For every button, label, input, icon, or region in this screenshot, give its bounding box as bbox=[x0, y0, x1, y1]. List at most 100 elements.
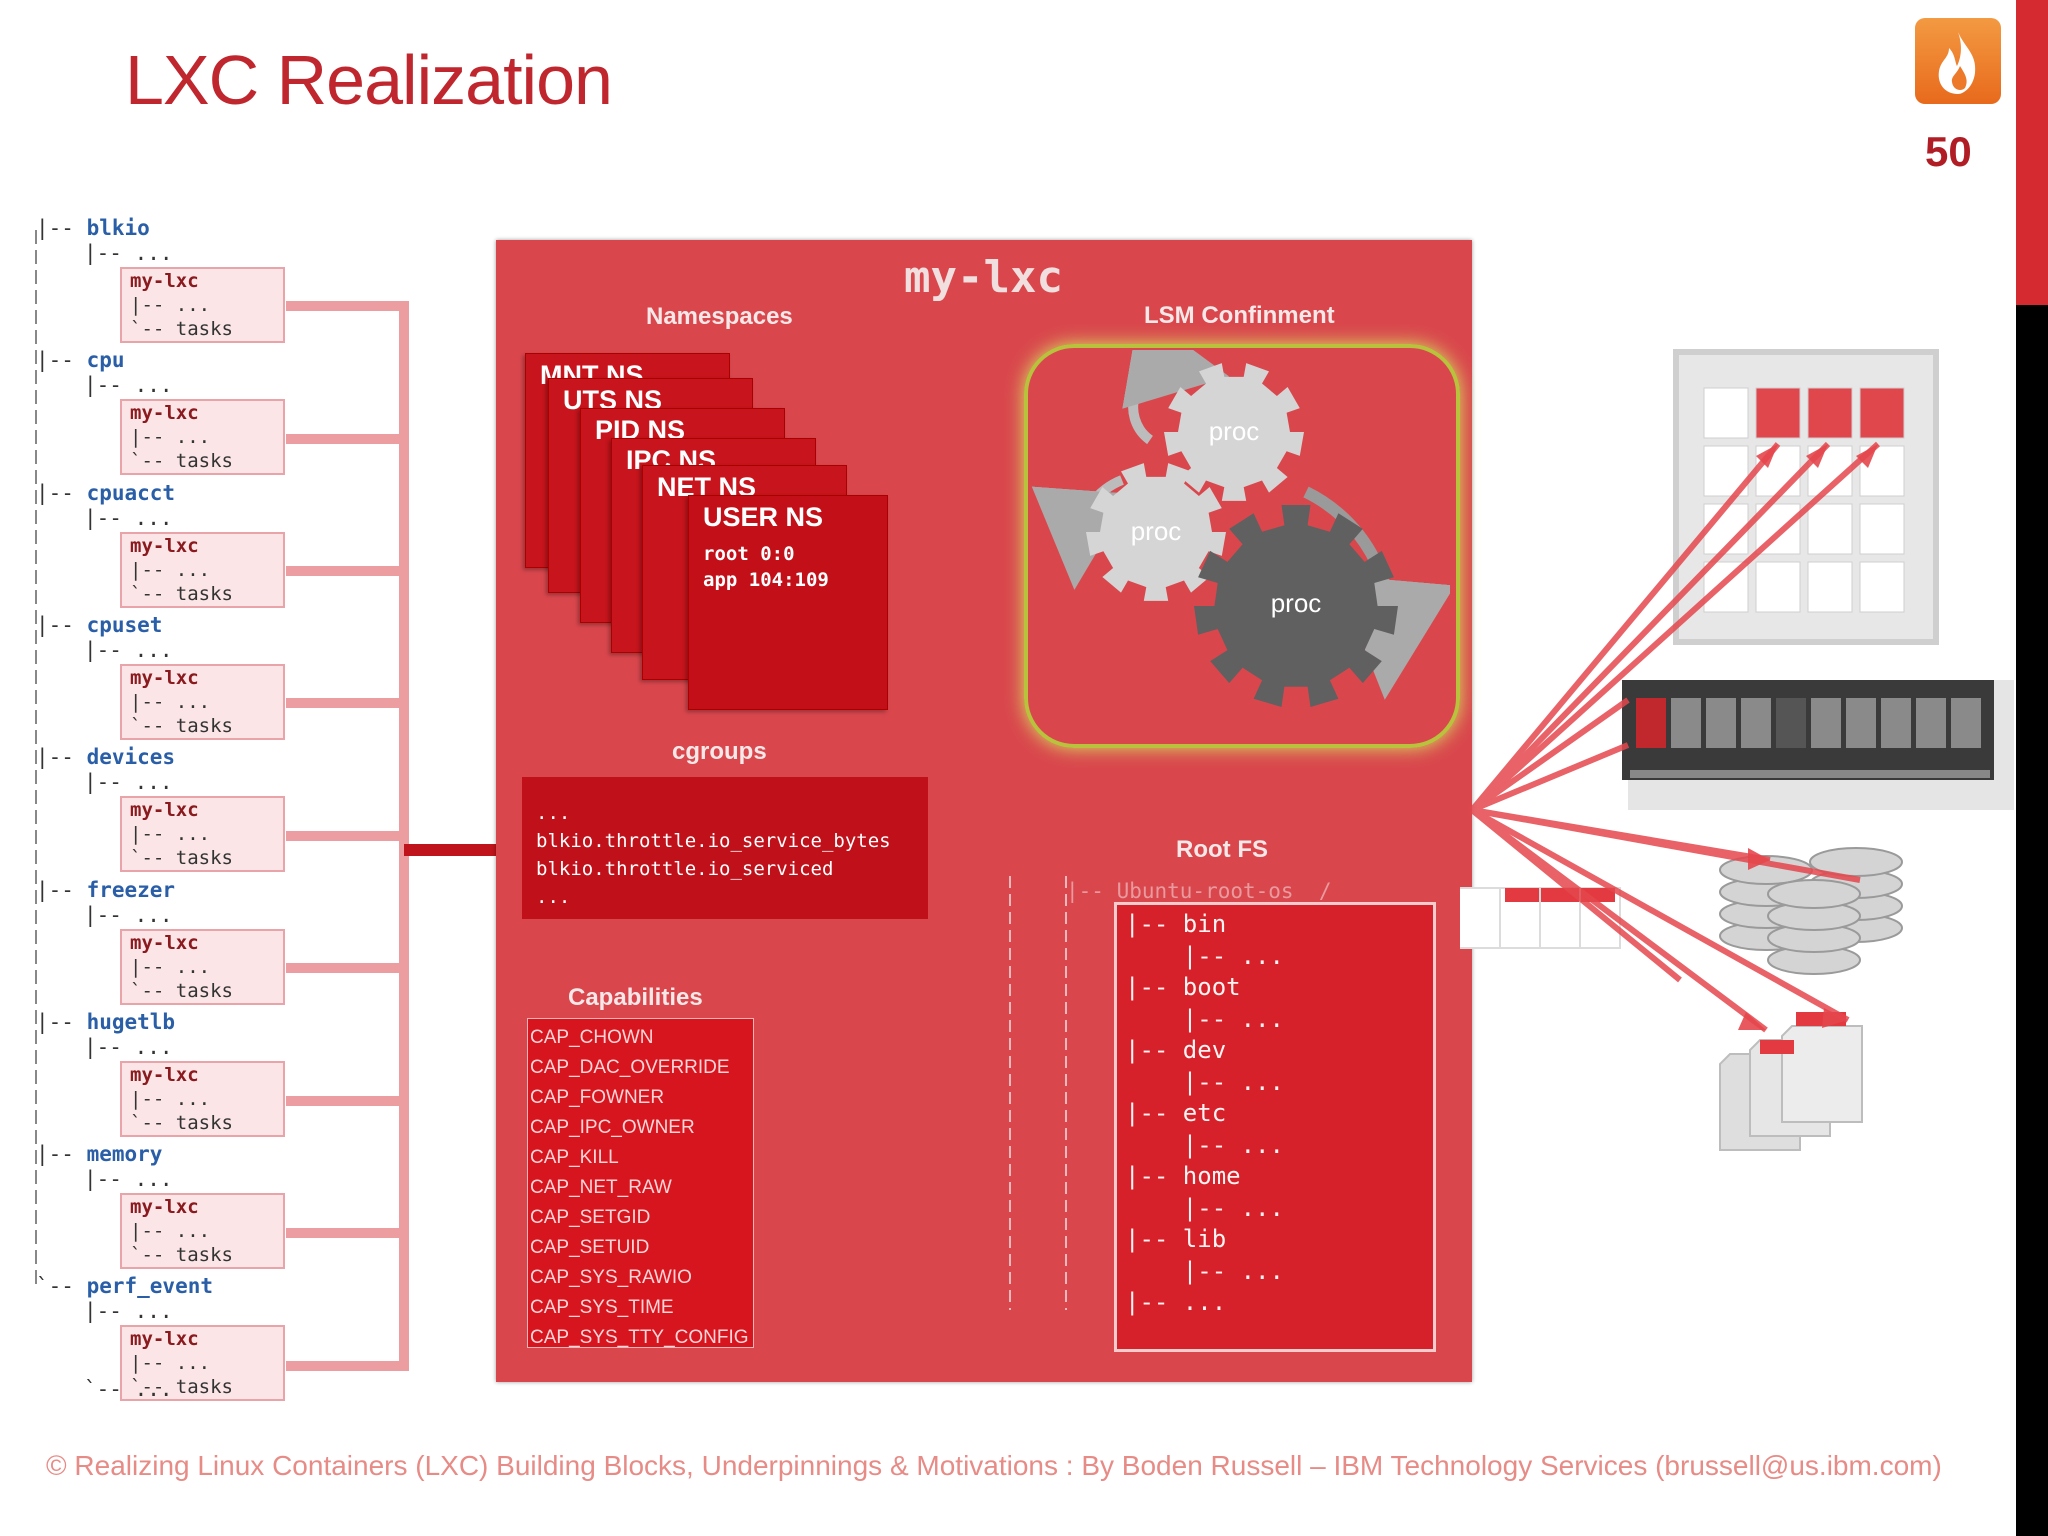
cgroup-subsystem: |-- cpuacct bbox=[36, 480, 175, 506]
user-ns-map-root: root 0:0 bbox=[703, 543, 795, 565]
gear-label: proc bbox=[1271, 588, 1322, 618]
cgroup-subsystem-name: blkio bbox=[86, 216, 150, 240]
user-ns-map-app: app 104:109 bbox=[703, 569, 829, 591]
gear-icon bbox=[1194, 505, 1398, 707]
lsm-confinement-box bbox=[1024, 344, 1460, 748]
cgroup-subsystem-name: cpuset bbox=[86, 612, 163, 637]
tree-ellipsis: |-- ... bbox=[84, 373, 173, 398]
capability-item: CAP_NET_RAW bbox=[530, 1177, 672, 1198]
rootfs-entry: |-- boot bbox=[1125, 973, 1241, 1001]
container-cgroup-node: my-lxc|-- ...`-- tasks bbox=[120, 267, 285, 343]
tasks-file: `-- tasks bbox=[130, 582, 233, 605]
tree-line: |-- ... bbox=[130, 294, 211, 316]
capability-item: CAP_DAC_OVERRIDE bbox=[530, 1057, 730, 1078]
cgroup-subsystem-name: cpu bbox=[86, 348, 125, 373]
tree-ellipsis: |-- ... bbox=[84, 637, 173, 662]
rootfs-entry: |-- ... bbox=[1125, 941, 1284, 970]
tree-line: |-- ... bbox=[130, 1087, 211, 1110]
container-cgroup-name: my-lxc bbox=[130, 402, 199, 425]
tree-ellipsis: |-- ... bbox=[84, 1034, 173, 1059]
capability-item: CAP_SYS_RAWIO bbox=[530, 1267, 692, 1288]
cgroup-subsystem: `-- perf_event bbox=[36, 1273, 213, 1299]
container-cgroup-node: my-lxc|-- ...`-- tasks bbox=[120, 928, 285, 1005]
disk-stack-icon bbox=[1719, 847, 1903, 975]
memory-module-icon bbox=[1622, 680, 2014, 810]
container-cgroup-node: my-lxc|-- ...`-- tasks bbox=[120, 1060, 285, 1137]
rootfs-entry: |-- bin bbox=[1125, 910, 1227, 938]
tree-line: |-- ... bbox=[130, 1352, 211, 1375]
cgroups-box: ... blkio.throttle.io_service_bytes blki… bbox=[522, 777, 928, 919]
container-cgroup-name: my-lxc bbox=[130, 270, 199, 292]
tree-branch: |-- bbox=[36, 216, 87, 240]
cgroup-subsystem-name: memory bbox=[86, 1142, 163, 1167]
capability-item: CAP_SYS_TTY_CONFIG bbox=[530, 1327, 749, 1348]
cgroup-subsystem-name: perf_event bbox=[86, 1274, 214, 1299]
tree-line: |-- ... bbox=[130, 823, 211, 846]
capability-item: CAP_SYS_TIME bbox=[530, 1297, 674, 1318]
cgroup-subsystem: |-- freezer bbox=[36, 877, 175, 903]
tree-ellipsis: |-- ... bbox=[84, 770, 173, 795]
rootfs-entry: |-- ... bbox=[1125, 1067, 1284, 1096]
tree-line: |-- ... bbox=[130, 558, 211, 581]
rootfs-guides bbox=[1009, 876, 1067, 1310]
tree-ellipsis: |-- ... bbox=[84, 241, 173, 265]
tree-branch: |-- bbox=[36, 348, 87, 373]
tree-line: |-- ... bbox=[130, 690, 211, 713]
gears-illustration: proc proc proc bbox=[1031, 350, 1450, 707]
slide-footer: © Realizing Linux Containers (LXC) Build… bbox=[46, 1450, 1942, 1481]
container-cgroup-name: my-lxc bbox=[130, 799, 199, 822]
cgroup-subsystem-name: hugetlb bbox=[86, 1009, 176, 1034]
gear-label: proc bbox=[1209, 416, 1260, 446]
container-cgroup-node: my-lxc|-- ...`-- tasks bbox=[120, 531, 285, 608]
rootfs-entry: |-- ... bbox=[1125, 1004, 1284, 1033]
tasks-file: `-- tasks bbox=[130, 450, 233, 473]
container-cgroup-name: my-lxc bbox=[130, 1328, 199, 1351]
rootfs-entry: |-- etc bbox=[1125, 1099, 1227, 1127]
tree-line: |-- ... bbox=[130, 955, 211, 978]
rootfs-entry: |-- ... bbox=[1125, 1288, 1227, 1316]
rootfs-entry: |-- lib bbox=[1125, 1225, 1227, 1253]
rootfs-title: Root FS bbox=[1176, 836, 1268, 863]
capability-item: CAP_SETUID bbox=[530, 1237, 650, 1258]
container-cgroup-node: my-lxc|-- ...`-- tasks bbox=[120, 1325, 285, 1402]
rootfs-entry: |-- dev bbox=[1125, 1036, 1227, 1064]
container-cgroup-name: my-lxc bbox=[130, 1063, 199, 1086]
tree-branch: |-- bbox=[36, 1142, 87, 1167]
rootfs-entry: |-- home bbox=[1125, 1162, 1241, 1190]
capability-item: CAP_SETGID bbox=[530, 1207, 651, 1228]
cpu-grid-icon bbox=[1673, 349, 1939, 645]
files-icon bbox=[1719, 1012, 1863, 1151]
container-cgroup-name: my-lxc bbox=[130, 931, 199, 954]
container-cgroup-name: my-lxc bbox=[130, 534, 199, 557]
gear-icon bbox=[1164, 363, 1304, 501]
tasks-file: `-- tasks bbox=[130, 318, 233, 340]
container-cgroup-node: my-lxc|-- ...`-- tasks bbox=[120, 663, 285, 740]
container-cgroup-name: my-lxc bbox=[130, 666, 199, 689]
lsm-title: LSM Confinment bbox=[1144, 302, 1335, 329]
hardware-illustration bbox=[1460, 349, 2014, 1151]
cgroup-subsystem-name: cpuacct bbox=[86, 480, 176, 505]
capabilities-title: Capabilities bbox=[568, 984, 703, 1011]
accent-bar-red bbox=[2016, 0, 2048, 305]
cgroup-subsystem: |-- blkio bbox=[36, 215, 150, 241]
resource-arrows bbox=[1469, 441, 1881, 1033]
cgroup-subsystem: |-- hugetlb bbox=[36, 1009, 175, 1035]
rootfs-entry: |-- ... bbox=[1125, 1193, 1284, 1222]
container-cgroup-name: my-lxc bbox=[130, 1196, 199, 1219]
tree-tail: `-- ... bbox=[84, 1376, 173, 1401]
container-cgroup-node: my-lxc|-- ...`-- tasks bbox=[120, 1193, 285, 1270]
tasks-file: `-- tasks bbox=[130, 1376, 233, 1399]
cgroup-subsystem: |-- memory bbox=[36, 1141, 162, 1167]
cgroup-subsystem-name: freezer bbox=[86, 877, 176, 902]
tree-branch: |-- bbox=[36, 612, 87, 637]
tree-branch: |-- bbox=[36, 480, 87, 505]
tasks-file: `-- tasks bbox=[130, 847, 233, 870]
rootfs-entry: |-- ... bbox=[1125, 1256, 1284, 1285]
tasks-file: `-- tasks bbox=[130, 714, 233, 737]
tree-ellipsis: |-- ... bbox=[84, 902, 173, 927]
tasks-file: `-- tasks bbox=[130, 979, 233, 1002]
tasks-file: `-- tasks bbox=[130, 1244, 233, 1267]
cgroups-line: ... bbox=[536, 802, 571, 824]
gear-icon bbox=[1086, 463, 1226, 601]
